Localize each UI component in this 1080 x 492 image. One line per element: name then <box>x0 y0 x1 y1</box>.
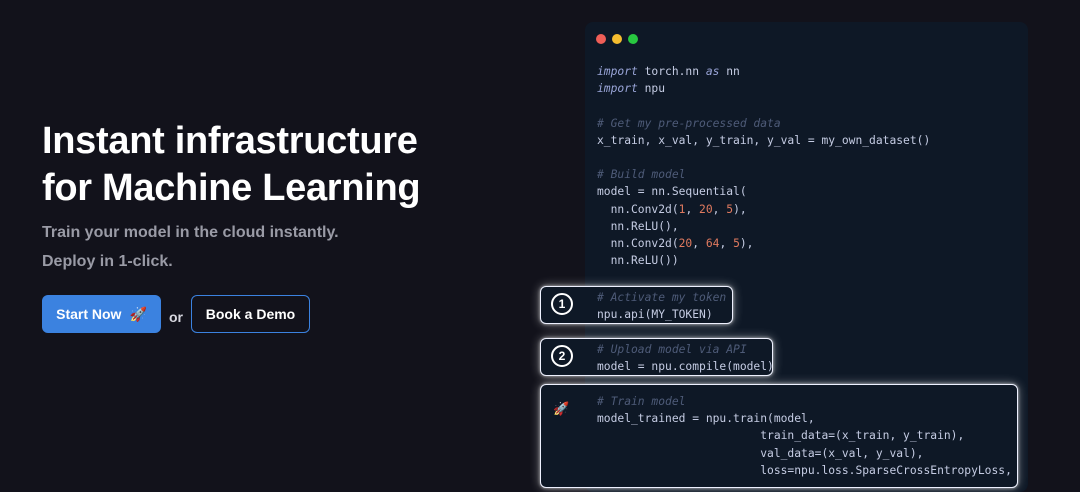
step-1-code: # Activate my token npu.api(MY_TOKEN) <box>597 289 726 323</box>
code-line: import npu <box>597 80 930 97</box>
hero-subtitle-1: Train your model in the cloud instantly. <box>42 224 339 241</box>
code-keyword: as <box>705 65 720 78</box>
code-text: , <box>692 236 706 250</box>
code-number: 1 <box>678 202 686 216</box>
step-2-code: # Upload model via API model = npu.compi… <box>597 341 774 375</box>
code-text: nn.Conv2d( <box>597 202 679 216</box>
code-keyword: import <box>597 65 638 78</box>
code-line: nn.ReLU(), <box>597 219 679 233</box>
hero-subtitle-2: Deploy in 1-click. <box>42 253 173 270</box>
book-demo-button[interactable]: Book a Demo <box>191 295 310 333</box>
code-line: nn.ReLU()) <box>597 254 679 268</box>
step-1-badge: 1 <box>551 293 573 315</box>
cta-group: Start Now 🚀 or Book a Demo <box>42 295 310 333</box>
minimize-dot-icon <box>612 34 622 44</box>
rocket-icon: 🚀 <box>129 305 147 322</box>
hero-headline: Instant infrastructure for Machine Learn… <box>42 118 512 212</box>
or-separator: or <box>169 309 183 325</box>
code-comment: # Activate my token <box>597 291 727 304</box>
code-line: loss=npu.loss.SparseCrossEntropyLoss, <box>597 463 1012 477</box>
code-line: model = npu.compile(model) <box>597 360 774 374</box>
code-number: 20 <box>699 202 713 216</box>
code-text: nn.Conv2d( <box>597 236 679 250</box>
code-text: , <box>719 236 734 250</box>
code-line: nn.Conv2d(20, 64, 5), <box>597 235 930 252</box>
code-line: val_data=(x_val, y_val), <box>597 446 924 460</box>
code-text: , <box>712 202 727 216</box>
code-line: import torch.nn as nn <box>597 63 930 80</box>
code-number: 5 <box>726 202 734 216</box>
code-number: 5 <box>733 236 740 250</box>
window-controls <box>596 34 638 44</box>
step-2-highlight: 2 # Upload model via API model = npu.com… <box>540 338 774 376</box>
code-line-blank <box>597 97 930 114</box>
code-comment: # Train model <box>597 395 686 408</box>
start-now-label: Start Now <box>56 306 122 322</box>
step-3-code: # Train model model_trained = npu.train(… <box>597 393 1012 479</box>
hero-section: Instant infrastructure for Machine Learn… <box>42 118 512 276</box>
code-comment: # Build model <box>597 168 686 182</box>
code-comment: # Upload model via API <box>597 343 747 356</box>
code-line: train_data=(x_train, y_train), <box>597 429 965 443</box>
start-now-button[interactable]: Start Now 🚀 <box>42 295 161 333</box>
code-block: import torch.nn as nn import npu # Get m… <box>597 63 930 269</box>
code-line: npu.api(MY_TOKEN) <box>597 308 713 322</box>
code-text: , <box>685 202 700 216</box>
headline-line-2: for Machine Learning <box>42 167 421 209</box>
code-comment: # Get my pre-processed data <box>597 116 781 130</box>
code-line-blank <box>597 149 930 166</box>
code-text: torch.nn <box>637 65 706 78</box>
code-text: npu <box>637 82 666 96</box>
step-2-badge: 2 <box>551 345 573 367</box>
code-text: ), <box>733 202 747 216</box>
step-3-highlight: 🚀 # Train model model_trained = npu.trai… <box>540 384 1018 488</box>
code-keyword: import <box>597 82 638 96</box>
code-line: x_train, x_val, y_train, y_val = my_own_… <box>597 133 931 147</box>
code-line: model_trained = npu.train(model, <box>597 412 815 426</box>
code-number: 20 <box>678 236 693 250</box>
headline-line-1: Instant infrastructure <box>42 120 418 162</box>
rocket-icon: 🚀 <box>553 401 570 416</box>
code-text: ), <box>739 236 754 250</box>
code-number: 64 <box>705 236 720 250</box>
code-line: nn.Conv2d(1, 20, 5), <box>597 201 930 218</box>
code-line: model = nn.Sequential( <box>597 185 747 199</box>
maximize-dot-icon <box>628 34 638 44</box>
step-1-highlight: 1 # Activate my token npu.api(MY_TOKEN) <box>540 286 733 324</box>
code-text: nn <box>719 65 740 78</box>
close-dot-icon <box>596 34 606 44</box>
